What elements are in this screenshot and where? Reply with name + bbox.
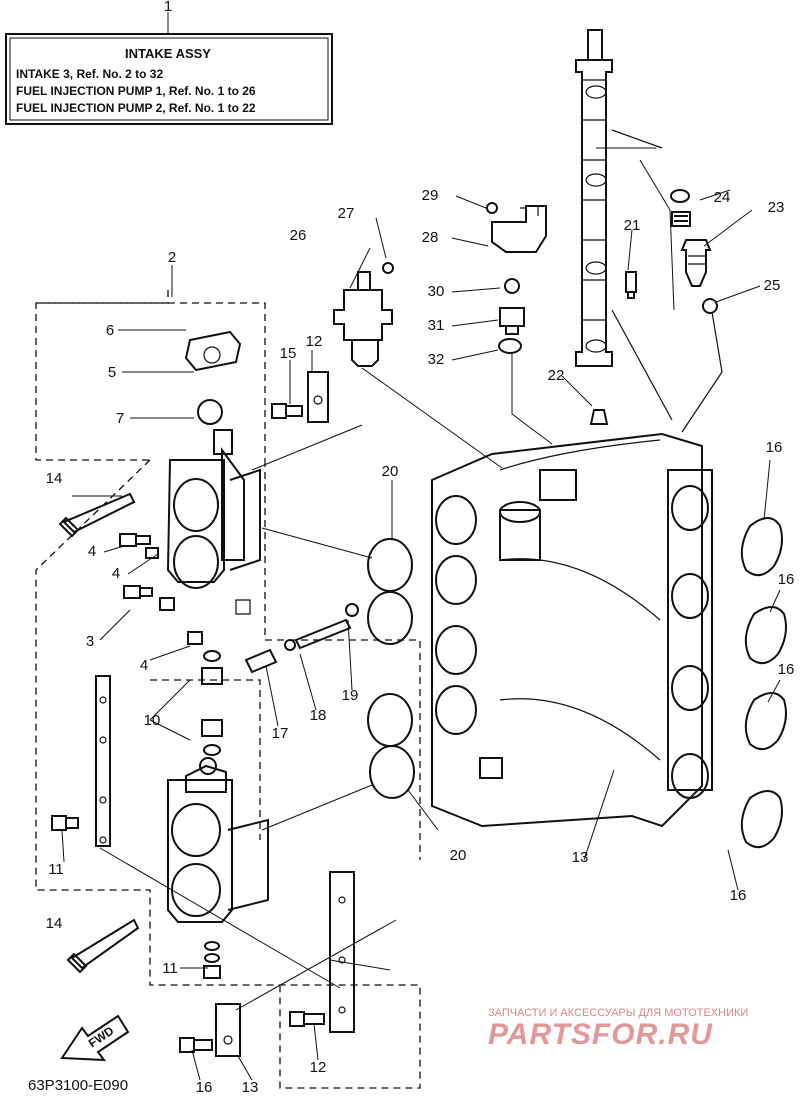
header-line-1: INTAKE 3, Ref. No. 2 to 32 xyxy=(16,67,163,81)
callout-27: 27 xyxy=(338,205,355,222)
callout-15-lower: 16 xyxy=(196,1079,213,1096)
gaskets-20 xyxy=(367,538,415,799)
callout-17: 17 xyxy=(272,725,289,742)
callout-11-right: 12 xyxy=(310,1059,327,1076)
callout-29: 29 xyxy=(422,187,439,204)
callout-16-a: 16 xyxy=(766,439,783,456)
gaskets-16 xyxy=(740,517,787,849)
fwd-label: FWD xyxy=(86,1023,117,1050)
callout-16-b: 16 xyxy=(778,571,795,588)
callout-6: 5 xyxy=(108,364,116,381)
sensor-parts xyxy=(333,202,637,425)
callout-24: 24 xyxy=(714,189,731,206)
callout-15-upper: 15 xyxy=(280,345,297,362)
intake-manifold xyxy=(431,432,713,828)
callout-31: 31 xyxy=(428,317,445,334)
upper-throttle-body xyxy=(166,330,261,615)
small-items xyxy=(145,547,359,979)
connection-lines xyxy=(99,147,675,1011)
callout-12-upper: 12 xyxy=(306,333,323,350)
header-line-3: FUEL INJECTION PUMP 2, Ref. No. 1 to 22 xyxy=(16,101,256,115)
callout-12-lower: 13 xyxy=(242,1079,259,1096)
callout-19: 19 xyxy=(342,687,359,704)
callout-11-left: 11 xyxy=(48,861,64,878)
callout-25: 25 xyxy=(764,277,781,294)
callout-5: 4 xyxy=(88,543,96,560)
watermark-tagline: ЗАПЧАСТИ И АКСЕССУАРЫ ДЛЯ МОТОТЕХНИКИ xyxy=(488,1007,748,1019)
assembly-boundaries xyxy=(35,290,421,1089)
callout-32: 32 xyxy=(428,351,445,368)
callout-26: 26 xyxy=(290,227,307,244)
callout-13: 13 xyxy=(572,849,589,866)
callout-28: 28 xyxy=(422,229,439,246)
callout-leaders xyxy=(61,189,781,1081)
header-title: INTAKE ASSY xyxy=(125,46,211,61)
header-line-2: FUEL INJECTION PUMP 1, Ref. No. 1 to 26 xyxy=(16,84,256,98)
callout-7: 6 xyxy=(106,322,114,339)
callout-22: 22 xyxy=(548,367,565,384)
callout-4-b: 4 xyxy=(140,657,148,674)
fuel-rail xyxy=(575,29,673,421)
callout-21: 21 xyxy=(624,217,641,234)
injector-parts xyxy=(670,189,723,433)
callout-3: 3 xyxy=(86,633,94,650)
callout-14-lower: 14 xyxy=(46,915,63,932)
mounting-plates xyxy=(95,371,355,1057)
bolts xyxy=(51,403,325,1053)
diagram-code: 63P3100-E090 xyxy=(28,1077,128,1094)
callout-8: 7 xyxy=(116,410,124,427)
fwd-arrow: FWD xyxy=(60,1014,130,1062)
watermark-brand: PARTSFOR.RU xyxy=(488,1018,713,1051)
callout-16-d: 16 xyxy=(730,887,747,904)
callout-18: 18 xyxy=(310,707,327,724)
callout-20-upper: 20 xyxy=(382,463,399,480)
header-box: 1 INTAKE ASSY INTAKE 3, Ref. No. 2 to 32… xyxy=(5,0,333,125)
callout-2: 2 xyxy=(168,249,176,266)
callout-20-lower: 20 xyxy=(450,847,467,864)
callout-23: 23 xyxy=(768,199,785,216)
header-ref-number: 1 xyxy=(164,0,172,15)
callout-4-a: 4 xyxy=(112,565,120,582)
callout-9: 10 xyxy=(144,712,161,729)
callout-10: 11 xyxy=(162,960,178,977)
callout-30: 30 xyxy=(428,283,445,300)
callout-14-upper: 14 xyxy=(46,470,63,487)
lower-throttle-body xyxy=(167,757,269,923)
callout-16-c: 16 xyxy=(778,661,795,678)
callout-numbers: 2 6 5 7 14 4 4 3 4 10 11 11 14 12 13 16 … xyxy=(46,187,795,1096)
watermark: ЗАПЧАСТИ И АКСЕССУАРЫ ДЛЯ МОТОТЕХНИКИ PA… xyxy=(488,1007,748,1051)
